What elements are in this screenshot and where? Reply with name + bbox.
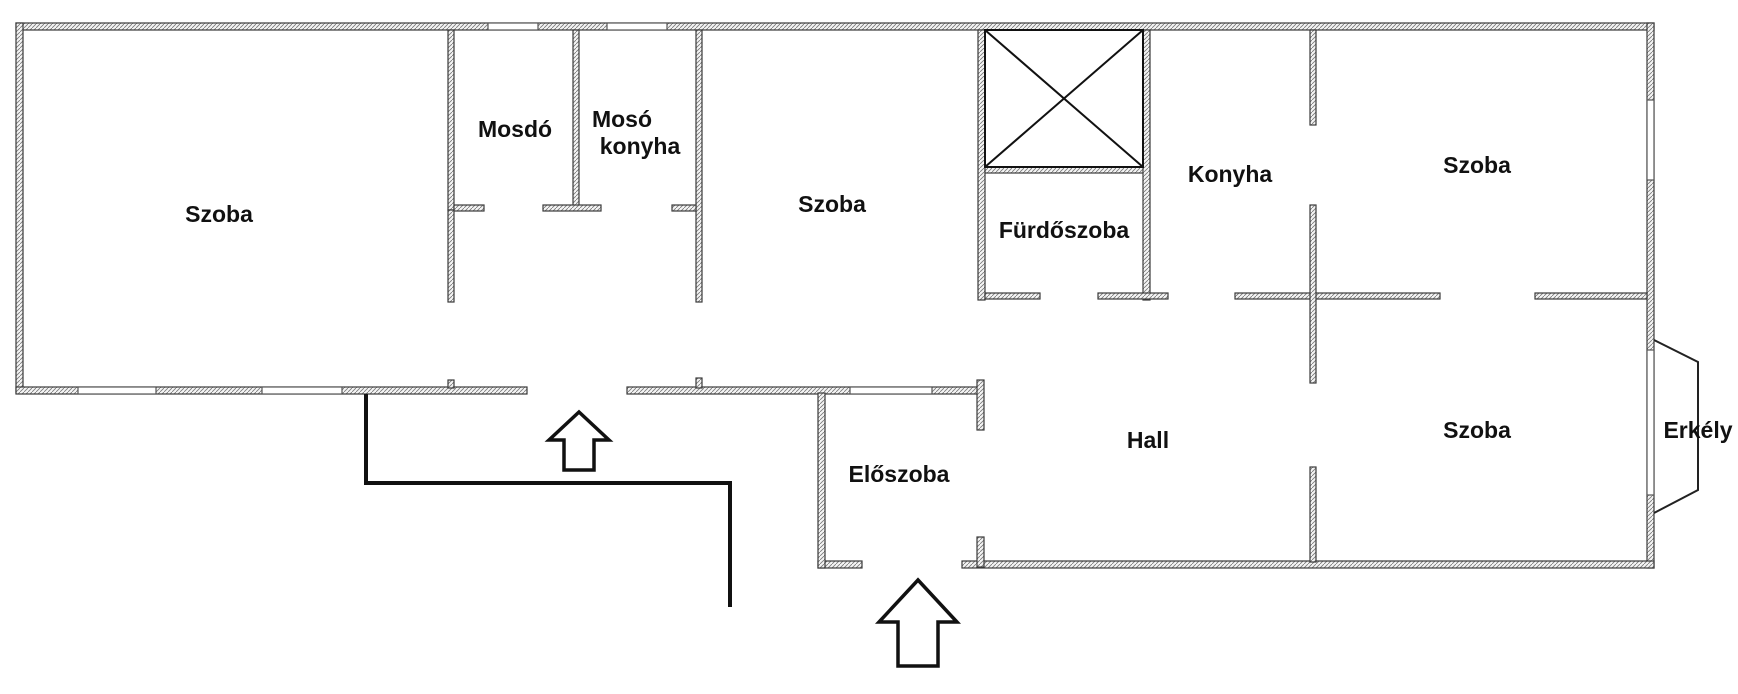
room-label-hall: Hall	[1127, 427, 1169, 453]
entrance-arrow-main-icon	[544, 409, 614, 472]
staircase-line	[364, 394, 732, 607]
room-label-moso-line1: Mosó	[592, 106, 652, 132]
shaft-icon	[984, 29, 1144, 168]
entrance-arrow-side-icon	[874, 577, 962, 668]
room-label-szoba-bottom-right: Szoba	[1443, 417, 1511, 443]
room-label-szoba-top-right: Szoba	[1443, 152, 1511, 178]
room-label-moso-line2: konyha	[600, 133, 681, 159]
room-label-konyha: Konyha	[1188, 161, 1273, 187]
balcony-outline	[1653, 339, 1699, 514]
room-label-erkely: Erkély	[1663, 417, 1732, 443]
room-label-furdoszoba: Fürdőszoba	[999, 217, 1130, 243]
room-label-mosdo: Mosdó	[478, 116, 552, 142]
room-label-eloszoba: Előszoba	[849, 461, 950, 487]
room-label-szoba-left: Szoba	[185, 201, 253, 227]
room-label-szoba-mid: Szoba	[798, 191, 866, 217]
interior-walls	[447, 29, 1648, 563]
windows	[77, 22, 1655, 496]
